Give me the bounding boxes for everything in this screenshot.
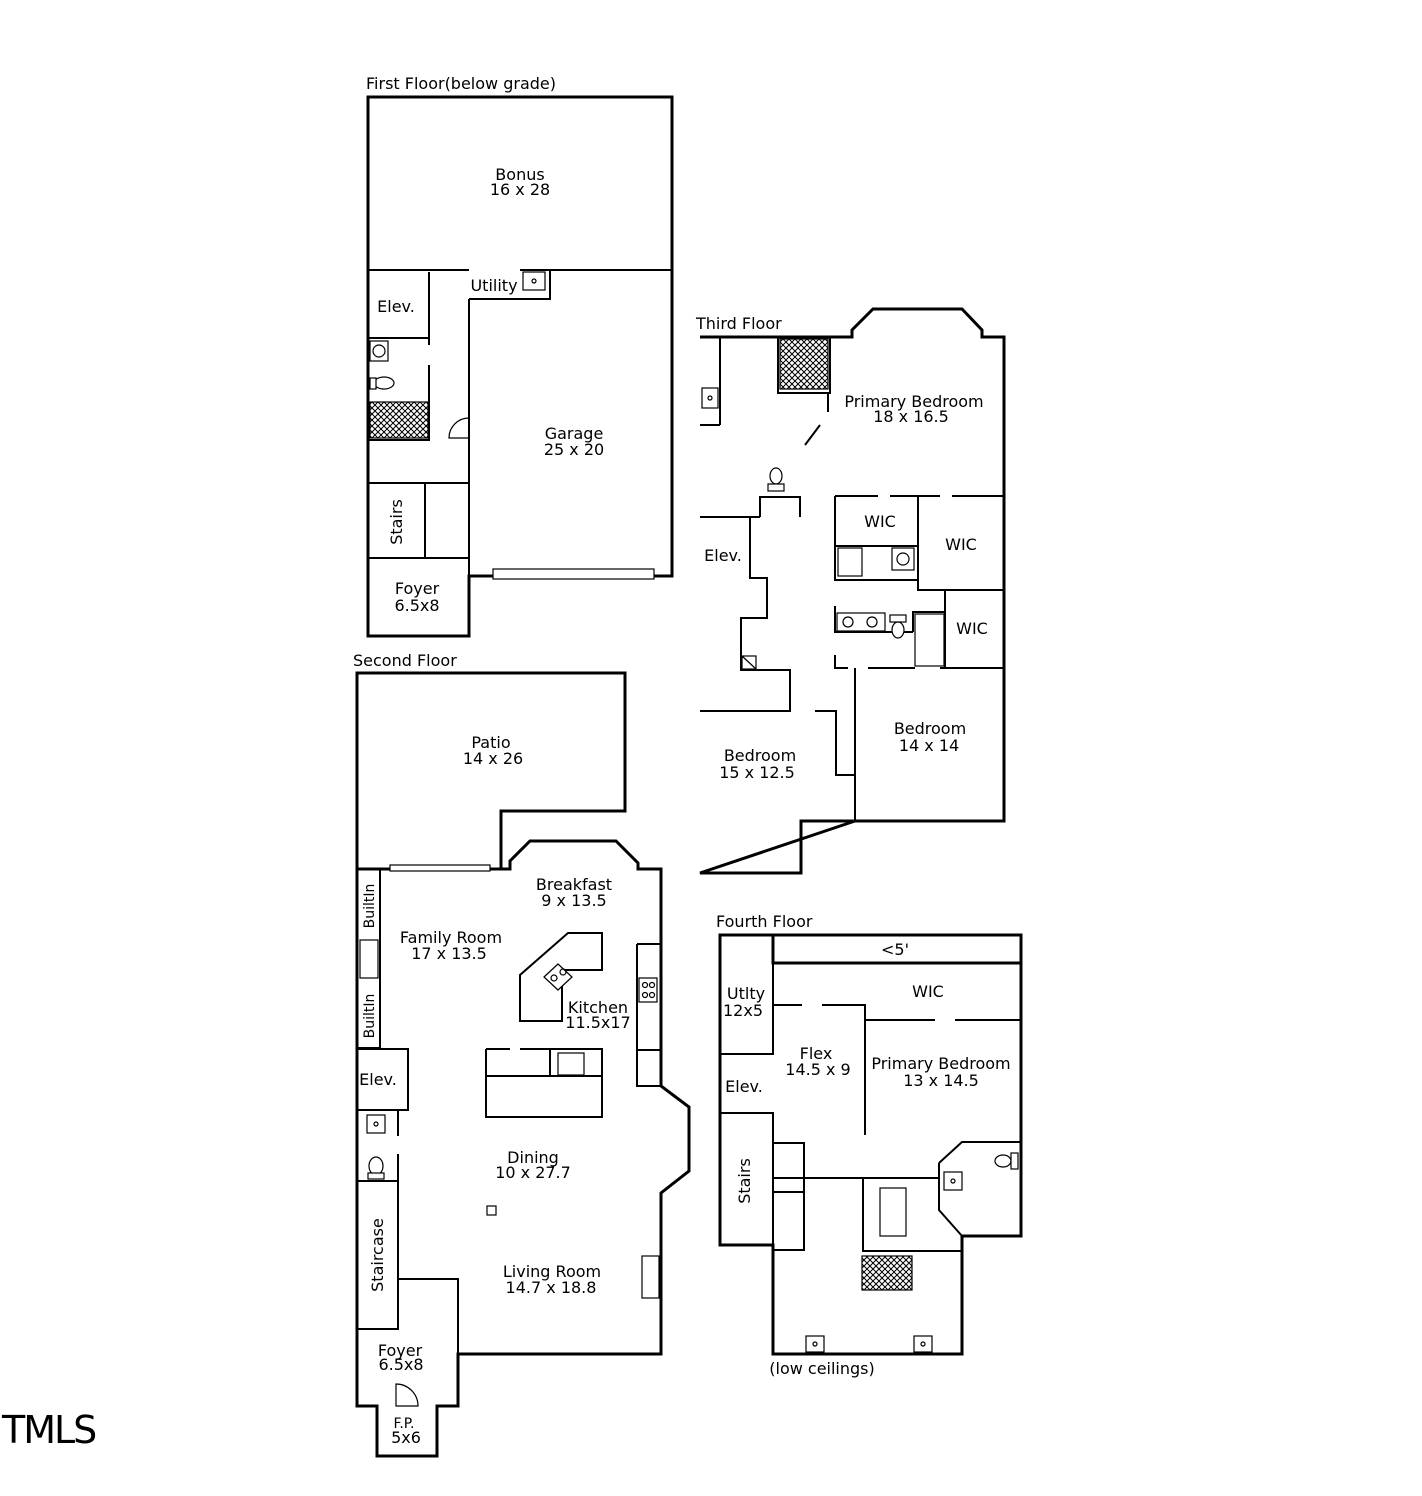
flex-dims: 14.5 x 9 [785, 1060, 850, 1079]
bathtub-icon [914, 613, 945, 667]
fourth-elev-label: Elev. [725, 1077, 763, 1096]
sink-icon [522, 271, 546, 291]
bedroom-1-label: Bedroom [724, 746, 796, 765]
patio-dims: 14 x 26 [463, 749, 523, 768]
builtin-label-top: BuiltIn [362, 884, 378, 929]
third-elev-label: Elev. [704, 546, 742, 565]
fourth-wic-label: WIC [912, 982, 944, 1001]
breakfast-dims: 9 x 13.5 [541, 891, 606, 910]
stairs-label: Stairs [387, 499, 406, 545]
garage-dims: 25 x 20 [544, 440, 604, 459]
sink-icon [943, 1171, 963, 1191]
door-swing-icon [448, 417, 470, 439]
stove-icon [638, 977, 658, 1003]
second-floor: Second Floor [353, 651, 691, 1458]
third-primary-label: Primary Bedroom [844, 392, 983, 411]
fireplace-icon [641, 1255, 660, 1299]
fourth-floor-title: Fourth Floor [716, 912, 813, 931]
toilet-icon [994, 1152, 1019, 1170]
bedroom-2-dims: 14 x 14 [899, 736, 959, 755]
bonus-dims: 16 x 28 [490, 180, 550, 199]
door-swing-icon [395, 1383, 419, 1407]
fourth-stairs-label: Stairs [735, 1158, 754, 1204]
garage-label: Garage [545, 424, 604, 443]
sink-icon [805, 1335, 825, 1353]
foyer-label: Foyer [395, 579, 440, 598]
sink-icon [543, 963, 573, 991]
bedroom-2-label: Bedroom [894, 719, 966, 738]
wic-label-1: WIC [864, 512, 896, 531]
third-floor: Third Floor Primary Bedroom [695, 307, 1006, 875]
wic-label-2: WIC [945, 535, 977, 554]
second-elev-label: Elev. [359, 1070, 397, 1089]
living-room-label: Living Room [503, 1262, 601, 1281]
fourth-floor: Fourth Floor <5' Utlty 12x5 WIC Flex 14.… [716, 912, 1023, 1378]
staircase-label: Staircase [368, 1218, 387, 1292]
wic-label-3: WIC [956, 619, 988, 638]
fp-label: F.P. [394, 1416, 415, 1432]
fireplace-icon [359, 939, 379, 979]
flex-label: Flex [800, 1044, 833, 1063]
second-floor-title: Second Floor [353, 651, 457, 670]
fp-dims: 5x6 [391, 1428, 421, 1447]
foyer-dims: 6.5x8 [394, 596, 439, 615]
tmls-logo: TMLS [1, 1408, 95, 1452]
dining-label: Dining [507, 1148, 559, 1167]
bonus-label: Bonus [495, 165, 544, 184]
sink-icon [366, 1114, 386, 1134]
toilet-icon [889, 614, 907, 639]
patio-label: Patio [471, 733, 510, 752]
kitchen-label: Kitchen [568, 998, 628, 1017]
first-floor-title: First Floor(below grade) [366, 74, 556, 93]
bathtub-icon [879, 1187, 907, 1237]
toilet-icon [367, 1156, 385, 1180]
shower-icon [369, 401, 429, 439]
second-foyer-label: Foyer [378, 1341, 423, 1360]
living-room-dims: 14.7 x 18.8 [506, 1278, 597, 1297]
shower-icon [861, 1255, 913, 1291]
family-room-label: Family Room [400, 928, 502, 947]
sink-icon [369, 340, 389, 362]
sink-icon [913, 1335, 933, 1353]
fourth-primary-label: Primary Bedroom [871, 1054, 1010, 1073]
third-primary-dims: 18 x 16.5 [873, 407, 949, 426]
toilet-icon [767, 467, 785, 492]
sink-icon [891, 547, 915, 571]
builtin-label-bottom: BuiltIn [362, 994, 378, 1039]
fourth-primary-dims: 13 x 14.5 [903, 1071, 979, 1090]
elev-label: Elev. [377, 297, 415, 316]
third-floor-title: Third Floor [695, 314, 782, 333]
utility-4-label: Utlty [727, 984, 765, 1003]
utility-4-dims: 12x5 [723, 1001, 763, 1020]
attic-label: <5' [881, 940, 909, 959]
low-ceilings-note: (low ceilings) [769, 1359, 875, 1378]
kitchen-dims: 11.5x17 [565, 1013, 630, 1032]
second-foyer-dims: 6.5x8 [378, 1355, 423, 1374]
bedroom-1-dims: 15 x 12.5 [719, 763, 795, 782]
family-room-dims: 17 x 13.5 [411, 944, 487, 963]
sink-icon [701, 387, 719, 409]
utility-label: Utility [470, 276, 517, 295]
toilet-icon [369, 376, 395, 390]
first-floor: First Floor(below grade) Bonus 16 x 28 U… [366, 74, 674, 638]
dining-dims: 10 x 27.7 [495, 1163, 571, 1182]
breakfast-label: Breakfast [536, 875, 612, 894]
shower-icon [779, 338, 829, 390]
